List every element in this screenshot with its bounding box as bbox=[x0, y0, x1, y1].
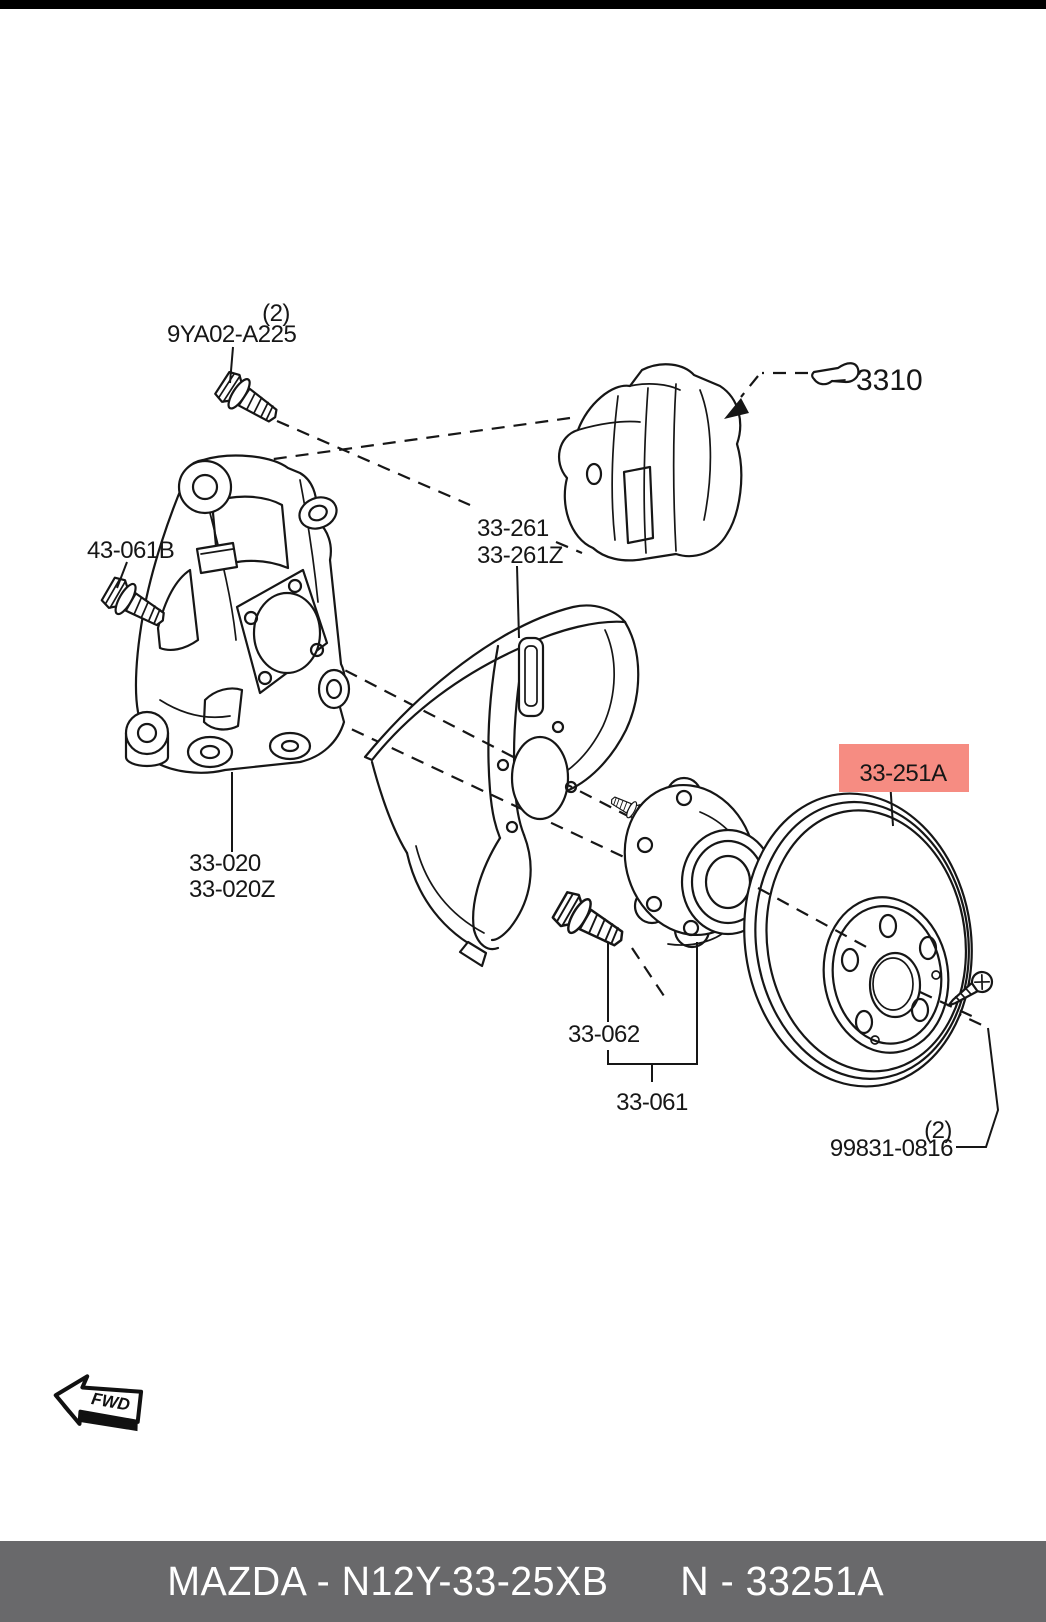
caliper-bolt-drawing bbox=[211, 367, 286, 433]
fwd-arrow: FWD bbox=[53, 1374, 144, 1432]
rotor-label-text: 33-251A bbox=[859, 760, 947, 787]
hub-bolt-label: 33-062 bbox=[568, 1021, 640, 1048]
dust-shield-label: 33-261 bbox=[477, 515, 549, 542]
catalog-footer-bar: MAZDA - N12Y-33-25XB N - 33251A bbox=[0, 1541, 1046, 1622]
rotor-screw-label: 99831-0816 bbox=[830, 1135, 953, 1162]
knuckle-label-alt: 33-020Z bbox=[189, 876, 275, 903]
scan-edge-bar bbox=[0, 0, 1046, 9]
callout-labels: (2) 9YA02-A225 43-061B 33-261 33-261Z 33… bbox=[87, 300, 969, 1162]
caliper-reference-pointer bbox=[724, 362, 860, 419]
caliper-bolt-qty: (2) bbox=[262, 300, 290, 327]
rotor-screw-qty: (2) bbox=[924, 1117, 952, 1144]
footer-catalog-text: MAZDA - N12Y-33-25XB bbox=[167, 1558, 609, 1604]
caliper-bolt-label: 9YA02-A225 bbox=[167, 321, 296, 348]
rotor-part-label[interactable]: 33-251A bbox=[839, 744, 969, 792]
caliper-label: 3310 bbox=[856, 364, 923, 397]
knuckle-bolt-label: 43-061B bbox=[87, 537, 174, 564]
rotor-screw-drawing bbox=[947, 970, 994, 1007]
brake-caliper-drawing bbox=[558, 363, 743, 562]
steering-knuckle-drawing bbox=[124, 454, 351, 774]
footer-part-ref: N - 33251A bbox=[679, 1558, 884, 1604]
dust-shield-drawing bbox=[363, 604, 640, 968]
dust-shield-label-alt: 33-261Z bbox=[477, 542, 563, 569]
arrow-outline bbox=[53, 1374, 144, 1426]
knuckle-label: 33-020 bbox=[189, 850, 261, 877]
pointing-hand-icon bbox=[811, 362, 860, 386]
arrow-side-shade bbox=[80, 1411, 138, 1432]
brake-rotor-drawing bbox=[743, 792, 979, 1088]
arrowhead-icon bbox=[724, 398, 749, 419]
hub-bolt-drawing bbox=[549, 887, 632, 958]
leader-lines bbox=[116, 346, 1000, 1148]
highlight-box bbox=[839, 744, 969, 792]
hub-label: 33-061 bbox=[616, 1089, 688, 1116]
